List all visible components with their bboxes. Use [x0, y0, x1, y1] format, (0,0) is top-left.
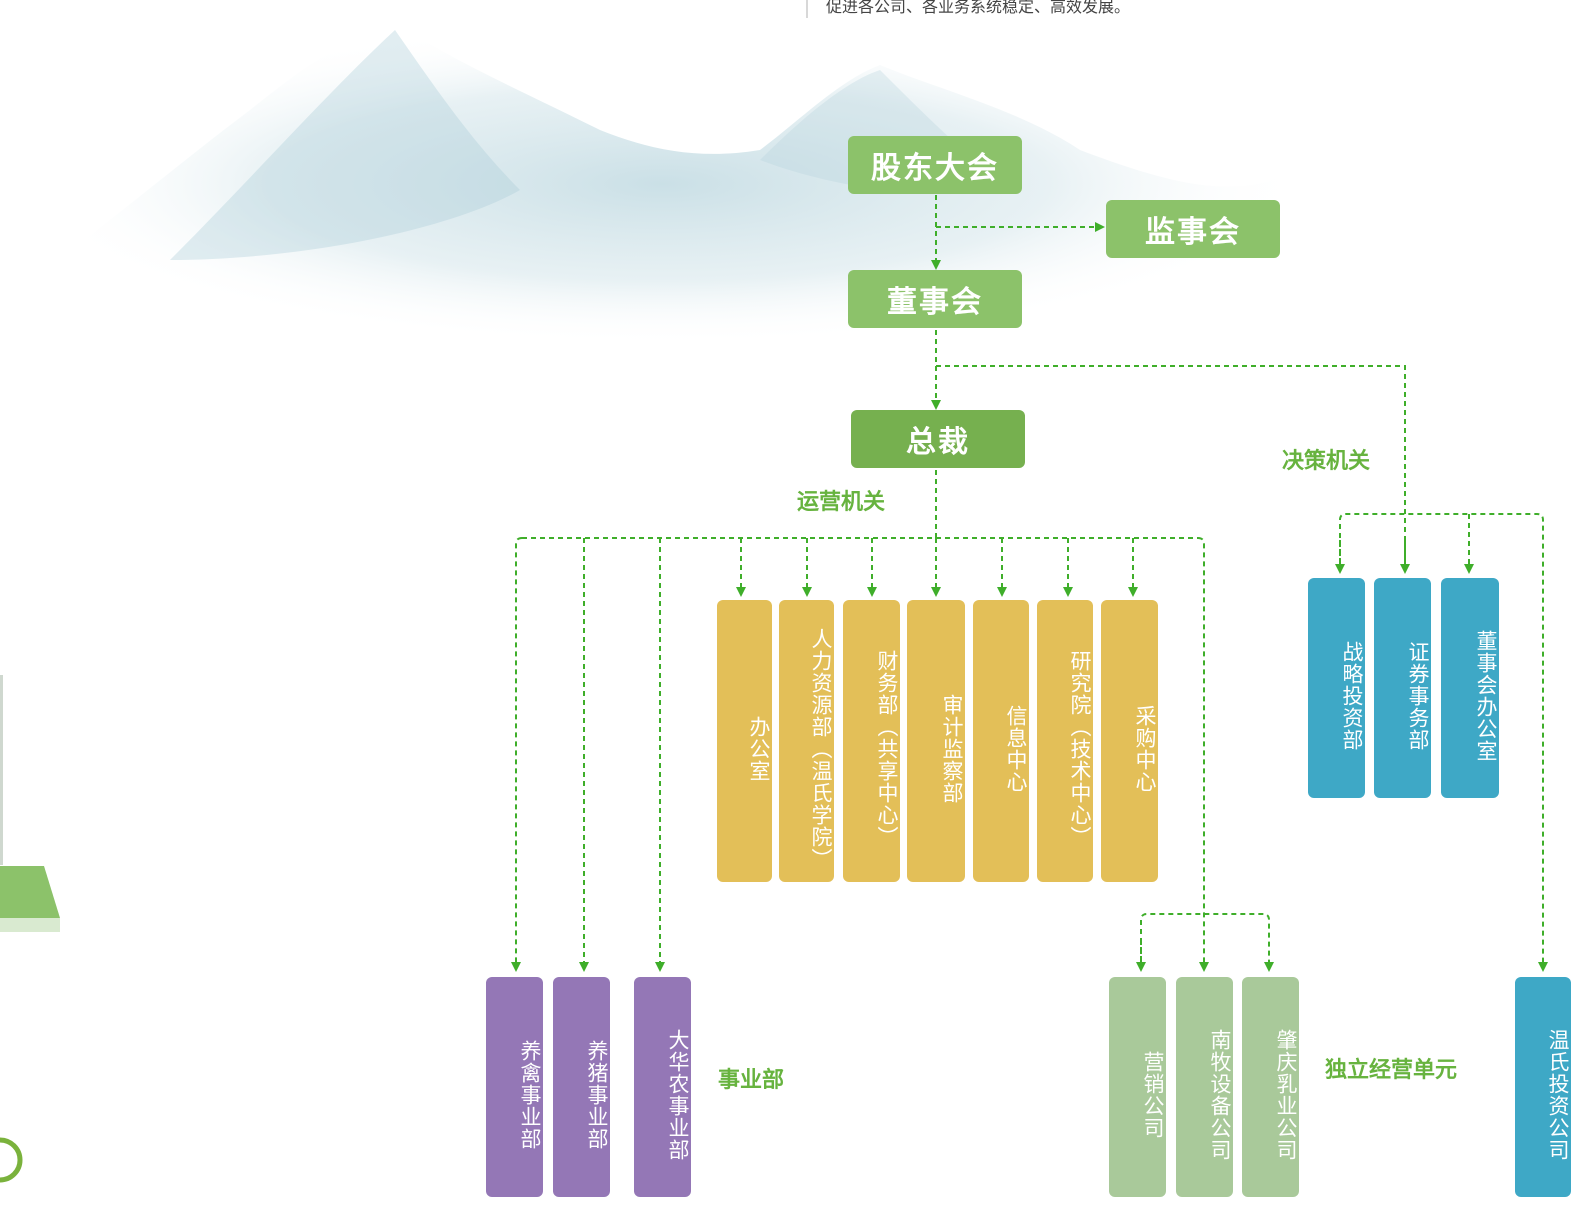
unit-zhaoqing-dairy[interactable]: 肇庆乳业公司 — [1242, 977, 1299, 1197]
mountain-illustration — [20, 22, 1305, 346]
dept-hr[interactable]: 人力资源部（温氏学院） — [779, 600, 834, 882]
left-edge-decoration — [0, 675, 60, 1183]
connector-board-decision — [936, 365, 1406, 565]
investment-company[interactable]: 温氏投资公司 — [1515, 977, 1571, 1197]
unit-marketing[interactable]: 营销公司 — [1109, 977, 1166, 1197]
decision-label: 决策机关 — [1282, 449, 1371, 474]
dept-info[interactable]: 信息中心 — [973, 600, 1029, 882]
operations-label: 运营机关 — [797, 490, 886, 515]
intro-text: 促进各公司、各业务系统稳定、高效发展。 — [806, 0, 1130, 18]
dept-research[interactable]: 研究院（技术中心） — [1037, 600, 1093, 882]
dept-office[interactable]: 办公室 — [717, 600, 772, 882]
dept-strategy[interactable]: 战略投资部 — [1308, 578, 1365, 798]
connector-decision-bus — [1339, 513, 1548, 972]
dept-finance[interactable]: 财务部（共享中心） — [843, 600, 900, 882]
dept-audit[interactable]: 审计监察部 — [907, 600, 965, 882]
dept-procurement[interactable]: 采购中心 — [1101, 600, 1158, 882]
president-box[interactable]: 总裁 — [851, 410, 1025, 468]
division-poultry[interactable]: 养禽事业部 — [486, 977, 543, 1197]
supervisors-box[interactable]: 监事会 — [1106, 200, 1280, 258]
shareholders-box[interactable]: 股东大会 — [848, 136, 1022, 194]
division-dahuanong[interactable]: 大华农事业部 — [634, 977, 691, 1197]
board-box[interactable]: 董事会 — [848, 270, 1022, 328]
unit-nanmu-equipment[interactable]: 南牧设备公司 — [1176, 977, 1233, 1197]
independent-label: 独立经营单元 — [1325, 1058, 1458, 1083]
divisions-label: 事业部 — [718, 1068, 785, 1093]
connector-bus-right — [1197, 537, 1209, 972]
connector-bus-left — [511, 537, 523, 972]
connector-independent-bus — [1140, 913, 1274, 972]
dept-securities[interactable]: 证券事务部 — [1374, 578, 1431, 798]
dept-board-office[interactable]: 董事会办公室 — [1441, 578, 1499, 798]
division-swine[interactable]: 养猪事业部 — [553, 977, 610, 1197]
